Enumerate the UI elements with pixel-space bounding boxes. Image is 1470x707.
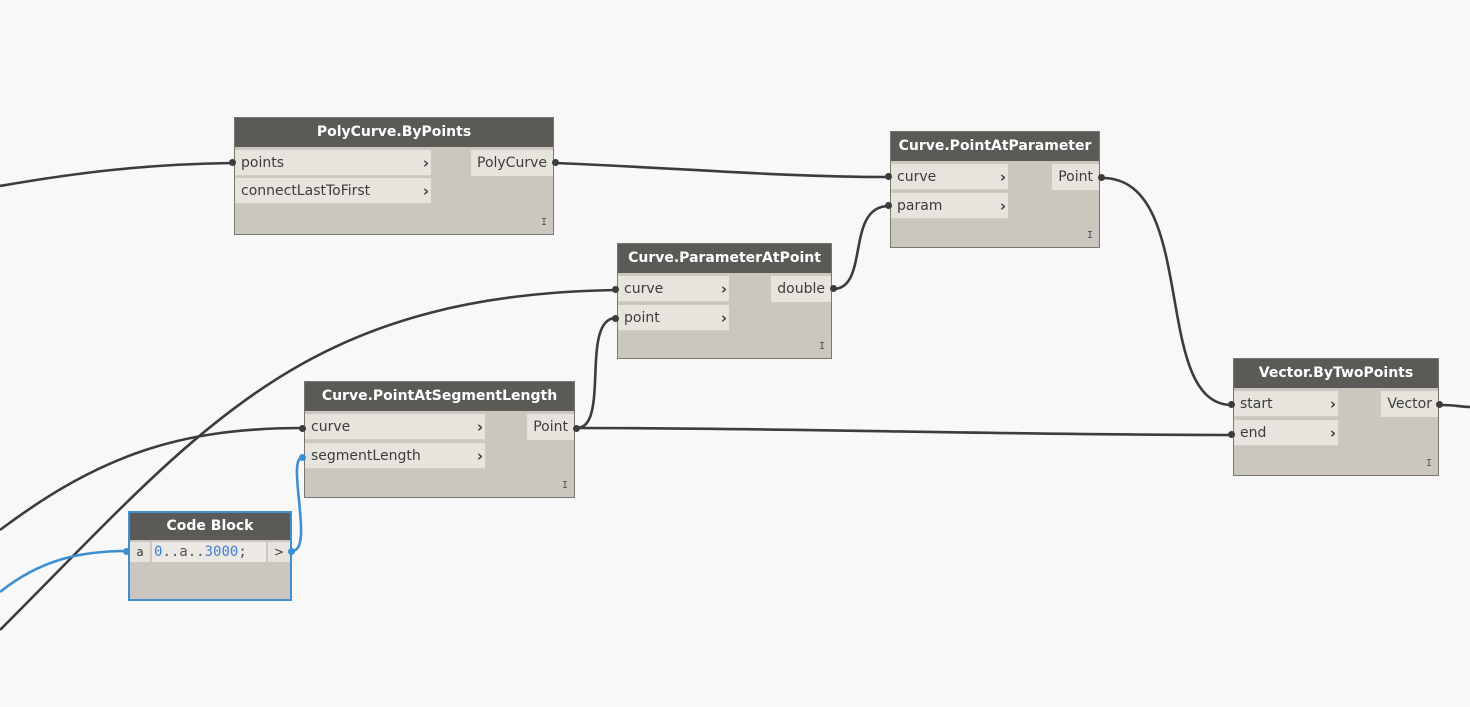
lacing-indicator[interactable]: I — [561, 480, 568, 491]
port-dot — [299, 454, 306, 461]
wire-segpoint-to-end[interactable] — [576, 426, 1233, 437]
node-title[interactable]: Code Block — [130, 513, 290, 540]
port-dot — [885, 173, 892, 180]
port-label: curve — [311, 419, 351, 435]
node-curve-parameteratpoint[interactable]: Curve.ParameterAtPoint curve › point › d… — [617, 243, 832, 359]
port-label: points — [241, 155, 284, 171]
wire-polycurve-to-pointatparam[interactable] — [555, 161, 890, 179]
wire-code-to-segmentlength[interactable] — [291, 455, 304, 553]
wire-curve-to-segmentlength[interactable] — [0, 426, 304, 532]
node-polycurve-bypoints[interactable]: PolyCurve.ByPoints points › connectLastT… — [234, 117, 554, 235]
port-dot — [552, 159, 559, 166]
output-port-point[interactable]: Point — [527, 414, 574, 440]
port-dot — [288, 548, 295, 555]
input-port-points[interactable]: points › — [235, 150, 431, 176]
input-port-curve[interactable]: curve › — [305, 414, 485, 440]
node-title[interactable]: Curve.PointAtParameter — [891, 132, 1099, 161]
input-port-segmentlength[interactable]: segmentLength › — [305, 443, 485, 469]
input-port-curve[interactable]: curve › — [891, 164, 1008, 190]
node-curve-pointatparameter[interactable]: Curve.PointAtParameter curve › param › P… — [890, 131, 1100, 248]
node-code-block[interactable]: Code Block a 0..a..3000; > — [128, 511, 292, 601]
lacing-indicator[interactable]: I — [1425, 458, 1432, 469]
input-port-point[interactable]: point › — [618, 305, 729, 331]
wire-points-in[interactable] — [0, 161, 234, 188]
wire-into-code-a[interactable] — [0, 549, 128, 594]
node-title[interactable]: Curve.PointAtSegmentLength — [305, 382, 574, 411]
lacing-indicator[interactable]: I — [818, 341, 825, 352]
chevron-right-icon: › — [422, 182, 429, 200]
chevron-right-icon: › — [999, 197, 1006, 215]
port-dot — [229, 159, 236, 166]
port-label: point — [624, 310, 660, 326]
port-label: curve — [624, 281, 664, 297]
port-label: end — [1240, 425, 1267, 441]
port-label: start — [1240, 396, 1273, 412]
lacing-indicator[interactable]: I — [540, 217, 547, 228]
chevron-right-icon: › — [999, 168, 1006, 186]
port-dot — [612, 315, 619, 322]
port-dot — [299, 425, 306, 432]
chevron-right-icon: › — [1329, 424, 1336, 442]
output-port-polycurve[interactable]: PolyCurve — [471, 150, 553, 176]
chevron-right-icon: › — [422, 154, 429, 172]
node-curve-pointatsegmentlength[interactable]: Curve.PointAtSegmentLength curve › segme… — [304, 381, 575, 498]
port-dot — [830, 285, 837, 292]
node-title[interactable]: Vector.ByTwoPoints — [1234, 359, 1438, 388]
chevron-right-icon: › — [476, 447, 483, 465]
node-title[interactable]: PolyCurve.ByPoints — [235, 118, 553, 147]
port-label: curve — [897, 169, 937, 185]
port-dot — [612, 286, 619, 293]
wire-point-to-start[interactable] — [1101, 176, 1233, 407]
code-token-start: 0 — [154, 544, 163, 560]
port-label: param — [897, 198, 943, 214]
output-port-point[interactable]: Point — [1052, 164, 1099, 190]
chevron-right-icon: › — [720, 280, 727, 298]
wire-vector-out[interactable] — [1440, 403, 1470, 409]
node-title[interactable]: Curve.ParameterAtPoint — [618, 244, 831, 273]
lacing-indicator[interactable]: I — [1086, 230, 1093, 241]
output-port-double[interactable]: double — [771, 276, 831, 302]
port-dot — [1436, 401, 1443, 408]
port-dot — [123, 548, 130, 555]
input-port-end[interactable]: end › — [1234, 420, 1338, 446]
chevron-right-icon: › — [1329, 395, 1336, 413]
node-vector-bytwopoints[interactable]: Vector.ByTwoPoints start › end › Vector … — [1233, 358, 1439, 476]
input-port-curve[interactable]: curve › — [618, 276, 729, 302]
wire-double-to-param[interactable] — [832, 204, 890, 291]
port-dot — [885, 202, 892, 209]
port-label: segmentLength — [311, 448, 421, 464]
wire-curve-to-paramatpoint[interactable] — [0, 288, 617, 631]
wire-segpoint-to-parampoint[interactable] — [576, 316, 617, 430]
port-label: connectLastToFirst — [241, 183, 371, 199]
input-port-param[interactable]: param › — [891, 193, 1008, 219]
port-dot — [1098, 174, 1105, 181]
port-dot — [573, 425, 580, 432]
code-token-range: ..a.. — [162, 544, 205, 560]
chevron-right-icon: › — [720, 309, 727, 327]
output-port-code[interactable]: > — [268, 542, 290, 562]
code-row: a 0..a..3000; > — [130, 542, 290, 562]
port-dot — [1228, 431, 1235, 438]
input-port-start[interactable]: start › — [1234, 391, 1338, 417]
code-token-end: 3000 — [204, 544, 239, 560]
code-token-semicolon: ; — [238, 544, 247, 560]
code-editor[interactable]: 0..a..3000; — [152, 542, 266, 562]
chevron-right-icon: › — [476, 418, 483, 436]
port-dot — [1228, 401, 1235, 408]
input-port-a[interactable]: a — [130, 542, 150, 562]
output-port-vector[interactable]: Vector — [1381, 391, 1438, 417]
input-port-connectlasttofirst[interactable]: connectLastToFirst › — [235, 178, 431, 204]
